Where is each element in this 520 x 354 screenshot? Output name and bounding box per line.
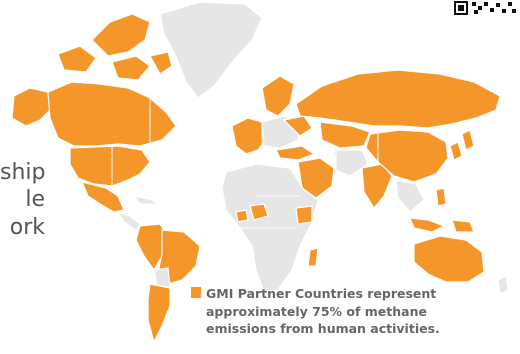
southeast-asia bbox=[395, 179, 425, 213]
canada-arctic-islands bbox=[57, 13, 173, 81]
legend-line-3: emissions from human activities. bbox=[206, 321, 440, 336]
mexico bbox=[80, 181, 125, 213]
left-text-line-1: ship bbox=[0, 160, 45, 185]
europe-west bbox=[231, 117, 267, 155]
central-america bbox=[116, 195, 160, 231]
west-africa-partners bbox=[235, 203, 269, 223]
japan-korea bbox=[449, 129, 475, 161]
canada bbox=[47, 81, 177, 147]
alaska bbox=[11, 87, 51, 127]
left-text-line-2: le bbox=[25, 187, 45, 212]
ethiopia bbox=[295, 205, 313, 225]
legend-swatch bbox=[191, 287, 201, 298]
russia bbox=[295, 69, 501, 129]
legend-line-2: approximately 75% of methane bbox=[206, 303, 427, 319]
legend-line-1: GMI Partner Countries represent bbox=[206, 286, 437, 301]
philippines-indonesia bbox=[409, 187, 475, 233]
scandinavia bbox=[261, 75, 295, 117]
south-america-west bbox=[135, 223, 169, 272]
australia bbox=[413, 235, 485, 283]
qr-code-icon bbox=[454, 1, 516, 15]
country-borders bbox=[111, 98, 379, 229]
new-zealand bbox=[497, 275, 509, 295]
argentina-chile bbox=[147, 283, 171, 344]
madagascar bbox=[307, 247, 319, 267]
greenland bbox=[159, 1, 263, 99]
china bbox=[365, 129, 449, 183]
legend-text: GMI Partner Countries represent approxim… bbox=[206, 285, 440, 338]
ukraine-turkey bbox=[275, 115, 316, 161]
kazakhstan bbox=[319, 121, 371, 149]
left-text-line-3: ork bbox=[9, 215, 45, 240]
united-states bbox=[69, 145, 151, 187]
south-america-center bbox=[153, 267, 171, 291]
